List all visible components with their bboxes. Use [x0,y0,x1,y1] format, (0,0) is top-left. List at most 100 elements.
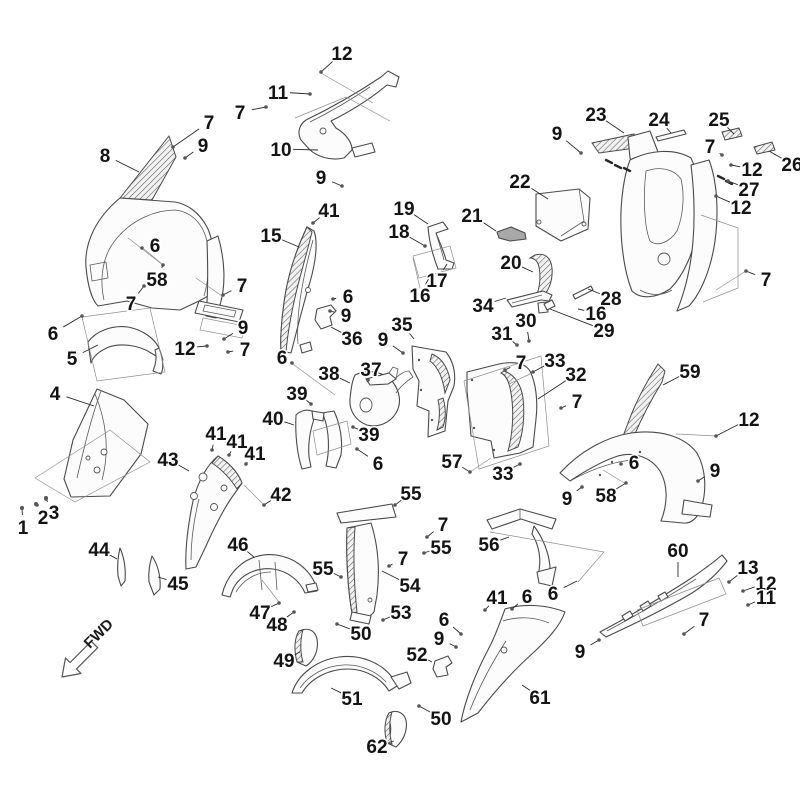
fastener-dot [393,503,397,507]
fastener-dot [171,145,175,149]
callout-6: 6 [150,236,161,257]
callout-9: 9 [562,489,573,510]
fastener-dot [527,339,531,343]
callout-6: 6 [373,454,384,475]
fastener-dot [205,344,209,348]
leader-line [336,623,350,630]
guide-line [412,245,457,279]
guide-line [320,72,374,104]
callout-57: 57 [441,452,462,473]
fastener-dot [454,645,458,649]
leader-line [320,60,334,73]
part-56-bracket [486,508,557,587]
callout-33: 33 [492,464,513,485]
fastener-dot [142,284,146,288]
callout-41: 41 [226,432,248,453]
callout-23: 23 [585,105,606,126]
callout-58: 58 [146,270,167,291]
callout-36: 36 [341,329,362,350]
leader-line [331,181,343,187]
callout-43: 43 [157,450,178,471]
fastener-dot [140,246,144,250]
leader-line [381,570,400,581]
fastener-dot [339,575,343,579]
fastener-dot [580,485,584,489]
fastener-dot [518,462,522,466]
callout-50: 50 [430,709,451,730]
guide-line [312,420,352,456]
fastener-dot [226,350,230,354]
leader-line [418,705,431,713]
callout-9: 9 [575,642,586,663]
guide-line [143,248,163,265]
callout-9: 9 [341,306,352,327]
fastener-dot [355,447,359,451]
callout-7: 7 [204,113,215,134]
leader-line [281,239,300,248]
callout-16: 16 [585,304,606,325]
callout-34: 34 [472,296,494,317]
leader-line [768,150,782,159]
callout-7: 7 [126,294,137,315]
leader-line [481,221,497,232]
callout-19: 19 [393,199,414,220]
fastener-dot [161,263,165,267]
fastener-dot [221,293,225,297]
guide-line [243,484,264,505]
leader-line [172,128,200,148]
fastener-dot [290,361,294,365]
callout-31: 31 [491,324,513,345]
leader-line [727,127,735,135]
callout-29: 29 [593,321,614,342]
fastener-dot [319,70,323,74]
leader-line [715,424,739,437]
part-37-bracket [365,366,399,386]
callout-1: 1 [18,518,29,539]
part-43-front-grille-panel [185,455,243,570]
fastener-dot [244,462,248,466]
callout-9: 9 [434,629,445,650]
leader-line [330,326,342,333]
paint-mark [613,163,623,170]
part-front-cover-assembly [620,130,718,312]
part-29-tab [543,299,556,311]
callout-9: 9 [378,330,389,351]
leader-line [532,365,545,373]
fastener-dot [741,589,745,593]
paint-mark [716,174,726,181]
paint-marks [604,158,734,186]
leader-line [549,308,593,327]
callout-12: 12 [730,198,751,219]
fastener-dot [579,151,583,155]
callout-7: 7 [516,353,527,374]
guide-line [199,317,246,339]
fastener-dot [401,351,405,355]
callout-60: 60 [667,541,688,562]
callout-46: 46 [227,535,248,556]
leader-line [442,263,448,271]
leader-line [521,684,531,691]
leader-line [577,308,585,311]
leader-line [683,625,695,635]
fastener-dot [381,618,385,622]
callout-9: 9 [710,461,721,482]
leader-line [425,277,430,285]
callout-18: 18 [388,222,409,243]
fastener-dot [308,92,312,96]
fastener-dot [422,551,426,555]
callout-55: 55 [312,559,334,580]
callout-49: 49 [273,651,294,672]
leader-line [413,214,429,225]
part-44-trim-blade [117,547,126,587]
leader-line [565,140,582,154]
fastener-dot [387,564,391,568]
part-15-front-blade-panel [280,226,317,354]
fastener-dot [682,632,686,636]
callout-6: 6 [522,587,533,608]
leader-line [662,376,680,386]
part-28-rod [572,285,594,300]
part-40-fork-duct [295,409,343,470]
callout-5: 5 [67,349,78,370]
